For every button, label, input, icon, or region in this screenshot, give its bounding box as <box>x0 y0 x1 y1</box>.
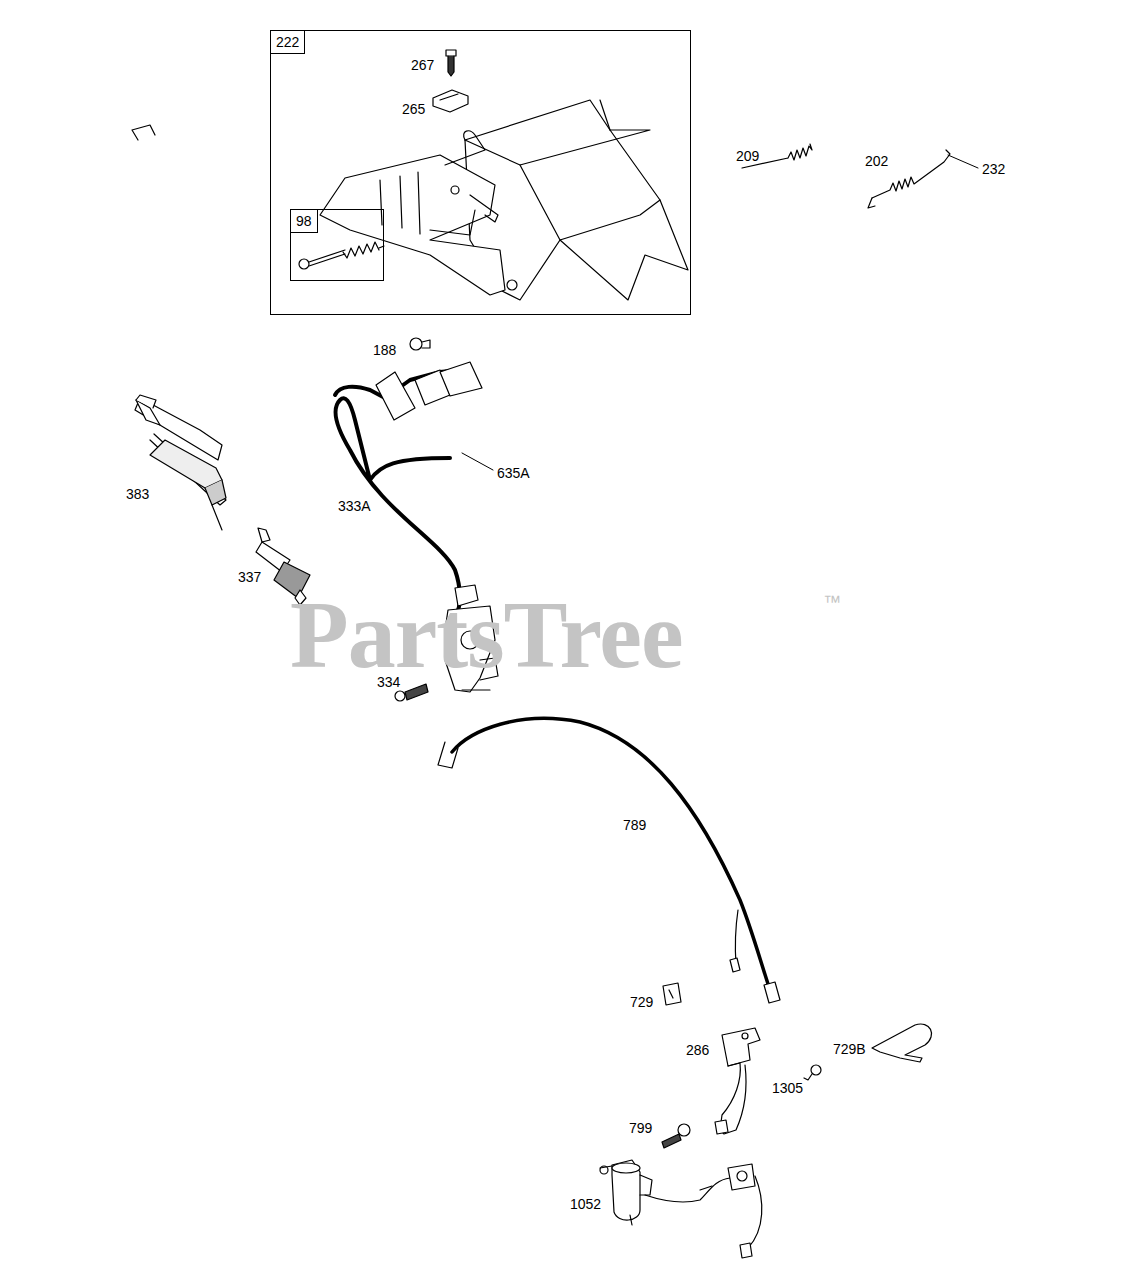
wire-789 <box>438 718 780 1003</box>
screw-spring-98 <box>299 242 384 269</box>
group-number: 98 <box>291 210 318 233</box>
clip-265 <box>433 90 468 112</box>
callout-number: 232 <box>982 161 1005 177</box>
callout-number: 286 <box>686 1042 709 1058</box>
callout-number: 333A <box>338 498 371 514</box>
callout-number: 789 <box>623 817 646 833</box>
solenoid-1052 <box>600 1160 762 1258</box>
callout-number: 1052 <box>570 1196 601 1212</box>
screw-1305 <box>804 1065 821 1080</box>
screw-267 <box>446 50 456 76</box>
callout-number: 729B <box>833 1041 866 1057</box>
callout-number: 188 <box>373 342 396 358</box>
parts-group-box: 98 <box>290 209 384 281</box>
callout-number: 1305 <box>772 1080 803 1096</box>
parts-group-box: 222 98 <box>270 30 691 315</box>
callout-number: 209 <box>736 148 759 164</box>
blower-housing <box>320 100 688 300</box>
clip-729 <box>663 983 681 1005</box>
watermark: PartsTree <box>290 585 683 685</box>
group-number: 222 <box>271 31 305 54</box>
screw-799 <box>662 1124 690 1148</box>
clamp-729B <box>872 1024 932 1062</box>
trademark: ™ <box>823 592 841 613</box>
callout-number: 799 <box>629 1120 652 1136</box>
callout-number: 202 <box>865 153 888 169</box>
callout-number: 383 <box>126 486 149 502</box>
callout-number: 267 <box>411 57 434 73</box>
callout-number: 729 <box>630 994 653 1010</box>
callout-number: 635A <box>497 465 530 481</box>
callout-number: 265 <box>402 101 425 117</box>
callout-number: 337 <box>238 569 261 585</box>
tool-383 <box>132 125 226 530</box>
module-286 <box>715 1028 760 1134</box>
screw-188 <box>410 338 430 350</box>
